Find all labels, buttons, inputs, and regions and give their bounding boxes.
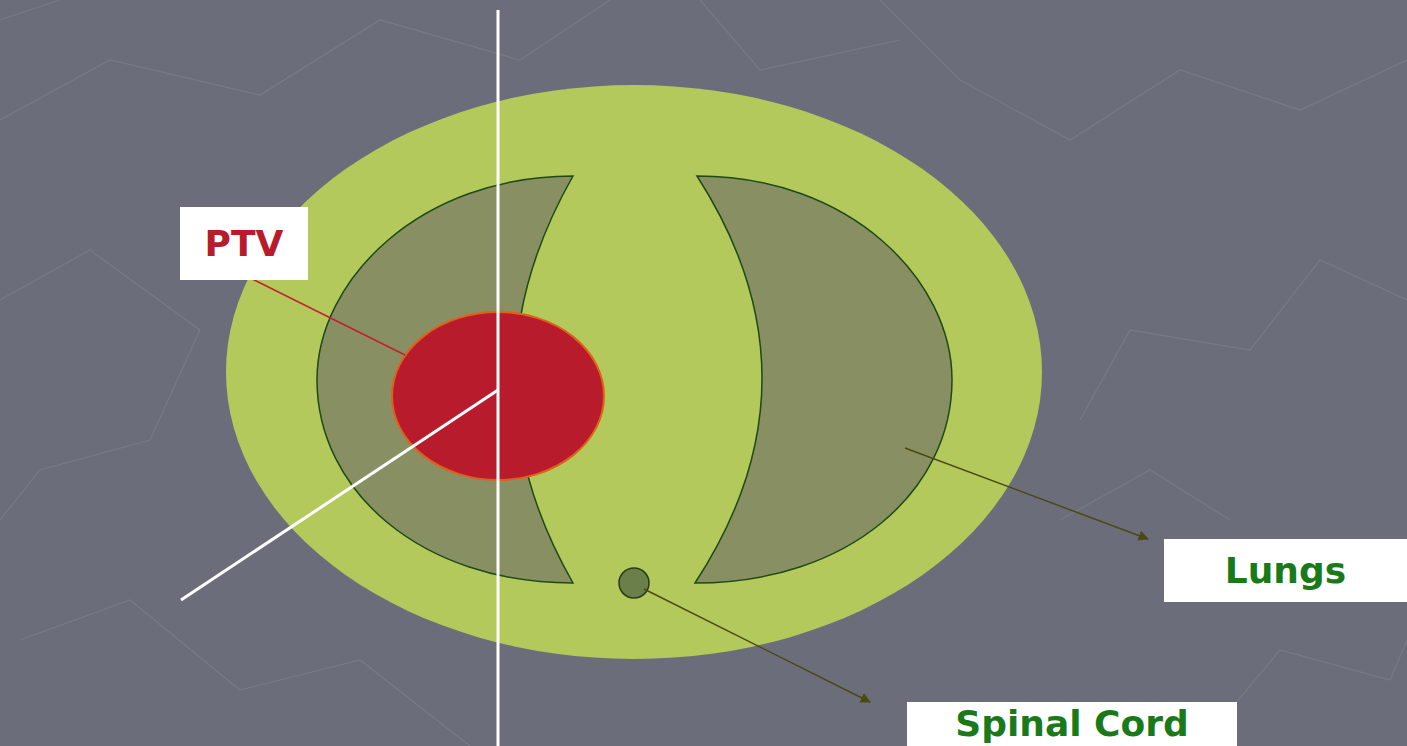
leader-line — [644, 589, 870, 702]
body-outline — [226, 85, 1042, 659]
callout-label: Spinal Cord — [955, 704, 1189, 744]
spinal-cord — [619, 568, 649, 598]
leader-line — [905, 448, 1148, 539]
right-lung — [695, 176, 952, 583]
callout-label: Lungs — [1225, 551, 1346, 591]
beam-axis-vertical — [497, 10, 500, 746]
beam-axis-oblique — [181, 390, 498, 600]
callout-label-box: Lungs — [1164, 539, 1407, 602]
callout-label-box: Spinal Cord — [907, 702, 1237, 746]
callout-label-box: PTV — [180, 207, 308, 280]
callout-label: PTV — [205, 224, 284, 264]
